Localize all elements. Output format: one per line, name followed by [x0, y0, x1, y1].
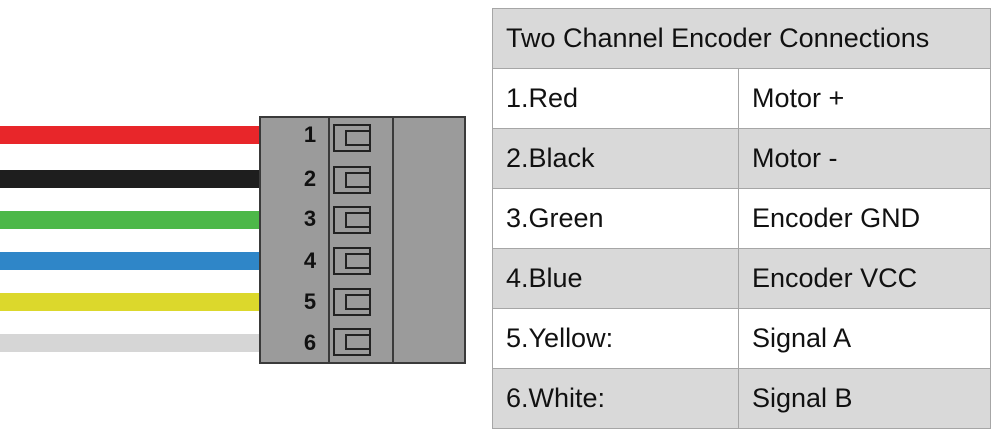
- wire-cell: 5.Yellow:: [492, 308, 739, 369]
- wire-cell: 1.Red: [492, 68, 739, 129]
- table-title: Two Channel Encoder Connections: [492, 8, 991, 69]
- pin-slot: [333, 124, 371, 152]
- signal-cell: Signal A: [738, 308, 991, 369]
- pin-slot: [333, 328, 371, 356]
- pin-slot: [333, 206, 371, 234]
- wire-yellow: [0, 293, 261, 311]
- table-row: 6.White: Signal B: [492, 368, 991, 429]
- table-header-row: Two Channel Encoder Connections: [492, 8, 991, 69]
- wire-white: [0, 334, 261, 352]
- connector-block: [259, 116, 466, 364]
- table-row: 2.Black Motor -: [492, 128, 991, 189]
- connector-divider: [328, 117, 330, 363]
- pin-number-6: 6: [303, 330, 317, 355]
- wire-cell: 6.White:: [492, 368, 739, 429]
- signal-cell: Encoder GND: [738, 188, 991, 249]
- table-row: 1.Red Motor +: [492, 68, 991, 129]
- table-row: 4.Blue Encoder VCC: [492, 248, 991, 309]
- pin-number-5: 5: [303, 289, 317, 314]
- pin-slot: [333, 247, 371, 275]
- table-row: 3.Green Encoder GND: [492, 188, 991, 249]
- pin-number-1: 1: [303, 122, 317, 147]
- signal-cell: Motor +: [738, 68, 991, 129]
- connections-table: Two Channel Encoder Connections 1.Red Mo…: [492, 8, 991, 429]
- pin-slot: [333, 166, 371, 194]
- pin-number-2: 2: [303, 166, 317, 191]
- wire-cell: 3.Green: [492, 188, 739, 249]
- table-row: 5.Yellow: Signal A: [492, 308, 991, 369]
- wire-cell: 4.Blue: [492, 248, 739, 309]
- signal-cell: Signal B: [738, 368, 991, 429]
- pin-slot: [333, 288, 371, 316]
- pin-number-4: 4: [303, 248, 317, 273]
- signal-cell: Encoder VCC: [738, 248, 991, 309]
- connector-diagram: 1 2 3 4 5 6: [0, 0, 470, 429]
- wire-red: [0, 126, 261, 144]
- wire-black: [0, 170, 261, 188]
- signal-cell: Motor -: [738, 128, 991, 189]
- wire-blue: [0, 252, 261, 270]
- connector-divider: [392, 117, 394, 363]
- wire-cell: 2.Black: [492, 128, 739, 189]
- wire-green: [0, 211, 261, 229]
- pin-number-3: 3: [303, 206, 317, 231]
